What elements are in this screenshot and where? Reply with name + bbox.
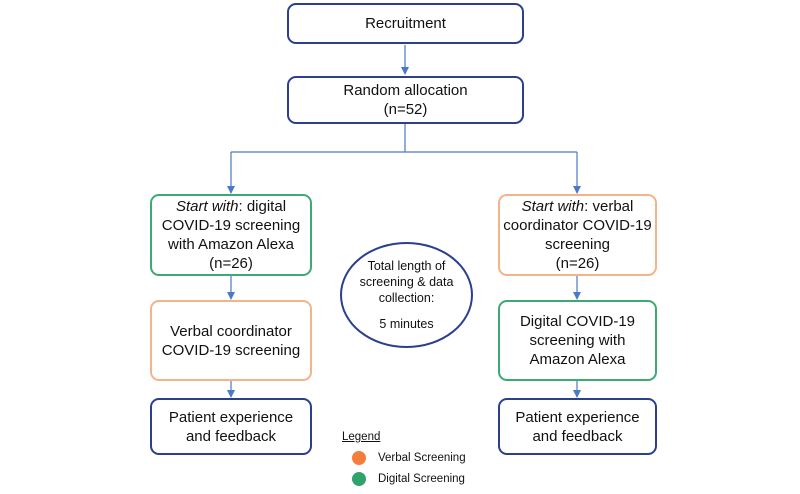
right-start-line-2: coordinator COVID-19 xyxy=(503,217,652,234)
duration-line-1: Total length of xyxy=(367,259,446,273)
left-second-box: Verbal coordinator COVID-19 screening xyxy=(150,300,312,381)
digital-swatch-icon xyxy=(352,472,366,486)
right-second-line-3: Amazon Alexa xyxy=(529,351,626,368)
random-allocation-label: Random allocation xyxy=(343,82,468,99)
left-feedback-line-1: Patient experience xyxy=(168,408,294,426)
left-start-line-2: COVID-19 screening xyxy=(161,217,301,234)
right-start-line-1: Start with: verbal xyxy=(522,197,634,216)
right-second-line-2: screening with xyxy=(529,332,626,349)
left-start-italic: Start with xyxy=(175,198,239,215)
legend-title: Legend xyxy=(342,431,381,443)
right-start-line-3: screening xyxy=(544,236,611,253)
duration-value: 5 minutes xyxy=(379,317,434,331)
left-start-count: (n=26) xyxy=(209,255,253,272)
left-start-line-1: Start with: digital xyxy=(176,197,286,216)
legend-item-verbal: Verbal Screening xyxy=(340,451,500,465)
duration-line-2: screening & data xyxy=(359,275,454,289)
right-start-italic: Start with xyxy=(521,198,585,215)
recruitment-label: Recruitment xyxy=(365,15,446,32)
random-allocation-count: (n=52) xyxy=(383,101,428,118)
left-second-line-2: COVID-19 screening xyxy=(161,341,301,359)
duration-ellipse: Total length of screening & data collect… xyxy=(340,242,473,348)
left-start-after-italic: : digital xyxy=(238,198,287,215)
right-feedback-box: Patient experience and feedback xyxy=(498,398,657,455)
legend-item-digital-label: Digital Screening xyxy=(378,473,465,485)
right-feedback-line-2: and feedback xyxy=(532,427,623,445)
recruitment-box: Recruitment xyxy=(287,3,524,44)
legend-item-digital: Digital Screening xyxy=(340,472,500,486)
right-second-box: Digital COVID-19 screening with Amazon A… xyxy=(498,300,657,381)
left-start-line-3: with Amazon Alexa xyxy=(168,236,294,253)
legend: Legend Verbal Screening Digital Screenin… xyxy=(340,430,500,486)
right-start-count: (n=26) xyxy=(555,255,600,272)
left-feedback-box: Patient experience and feedback xyxy=(150,398,312,455)
right-feedback-line-1: Patient experience xyxy=(515,408,640,426)
right-start-after-italic: : verbal xyxy=(584,198,634,215)
random-allocation-box: Random allocation (n=52) xyxy=(287,76,524,124)
right-start-box: Start with: verbal coordinator COVID-19 … xyxy=(498,194,657,276)
legend-item-verbal-label: Verbal Screening xyxy=(378,452,466,464)
left-feedback-line-2: and feedback xyxy=(185,427,277,445)
duration-line-3: collection: xyxy=(378,291,435,305)
left-start-box: Start with: digital COVID-19 screening w… xyxy=(150,194,312,276)
verbal-swatch-icon xyxy=(352,451,366,465)
right-second-line-1: Digital COVID-19 xyxy=(519,313,636,330)
left-second-line-1: Verbal coordinator xyxy=(170,322,292,340)
